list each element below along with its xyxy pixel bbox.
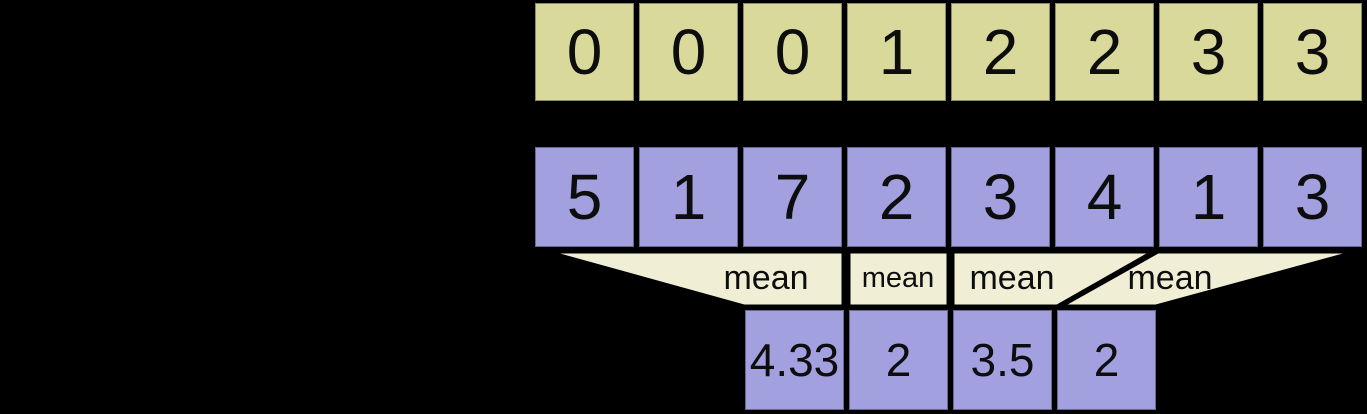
funnel-shape-2 — [847, 250, 950, 308]
mean-label-1: mean — [723, 259, 808, 297]
data-cell: 4 — [1055, 147, 1154, 247]
segment-id-cell: 2 — [951, 3, 1050, 101]
output-cell: 2 — [1057, 310, 1156, 410]
data-cell: 3 — [951, 147, 1050, 247]
data-cell: 5 — [535, 147, 634, 247]
segment-id-cell: 0 — [743, 3, 842, 101]
mean-label-4: mean — [1127, 259, 1212, 297]
funnel-shape-4 — [1056, 250, 1355, 308]
data-row: 5 1 7 2 3 4 1 3 — [535, 147, 1362, 247]
data-cell: 7 — [743, 147, 842, 247]
output-cell: 4.33 — [745, 310, 844, 410]
mean-label-2: mean — [862, 262, 935, 294]
segment-ids-row: 0 0 0 1 2 2 3 3 — [535, 3, 1362, 101]
output-row: 4.33 2 3.5 2 — [745, 310, 1156, 410]
data-cell: 1 — [1159, 147, 1258, 247]
segment-id-cell: 0 — [639, 3, 738, 101]
funnel-shape-3 — [951, 250, 1158, 308]
output-cell: 2 — [849, 310, 948, 410]
segment-id-cell: 0 — [535, 3, 634, 101]
data-cell: 1 — [639, 147, 738, 247]
segment-id-cell: 3 — [1159, 3, 1258, 101]
segment-id-cell: 2 — [1055, 3, 1154, 101]
funnel-shape-1 — [548, 250, 845, 308]
segment-id-cell: 3 — [1263, 3, 1362, 101]
output-cell: 3.5 — [953, 310, 1052, 410]
data-cell: 3 — [1263, 147, 1362, 247]
mean-label-3: mean — [969, 259, 1054, 297]
segment-id-cell: 1 — [847, 3, 946, 101]
data-cell: 2 — [847, 147, 946, 247]
